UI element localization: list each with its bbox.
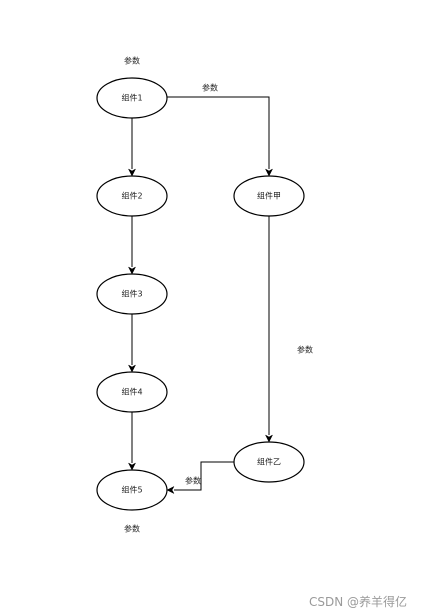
edge-line [174,461,234,491]
node-label: 组件2 [121,191,142,201]
edge-nB-to-n5 [166,461,234,495]
watermark-text: CSDN @养羊得亿 [308,595,407,609]
node-n1: 组件1 [96,77,168,119]
arrowhead-icon [264,434,274,443]
node-label: 组件甲 [257,191,281,201]
node-ellipse [233,441,305,483]
edge-n1-to-nA [167,96,274,177]
node-n4: 组件4 [96,371,168,413]
edge-n2-to-n3 [127,216,137,275]
node-label: 组件4 [121,387,142,397]
node-label: 组件5 [121,485,142,495]
node-ellipse [96,273,168,315]
node-label: 组件3 [121,289,142,299]
edge-label-l2: 参数 [202,83,218,93]
node-nB: 组件乙 [233,441,305,483]
edge-n1-to-n2 [127,118,137,177]
node-ellipse [233,175,305,217]
node-ellipse [96,371,168,413]
arrowhead-icon [127,266,137,275]
edges-layer [127,96,274,495]
node-ellipse [96,77,168,119]
node-nA: 组件甲 [233,175,305,217]
edge-nA-to-nB [264,216,274,443]
edge-n3-to-n4 [127,314,137,373]
arrowhead-icon [166,485,175,495]
edge-label-l4: 参数 [185,476,201,486]
node-ellipse [96,175,168,217]
edge-label-l3: 参数 [297,345,313,355]
arrowhead-icon [127,168,137,177]
edge-n4-to-n5 [127,412,137,471]
edge-line [167,96,270,169]
node-ellipse [96,469,168,511]
edge-label-l1: 参数 [124,56,140,66]
arrowhead-icon [127,462,137,471]
arrowhead-icon [127,364,137,373]
node-label: 组件乙 [257,457,281,467]
arrowhead-icon [264,168,274,177]
node-n2: 组件2 [96,175,168,217]
node-n3: 组件3 [96,273,168,315]
node-n5: 组件5 [96,469,168,511]
node-label: 组件1 [121,93,142,103]
edge-label-l5: 参数 [124,524,140,534]
